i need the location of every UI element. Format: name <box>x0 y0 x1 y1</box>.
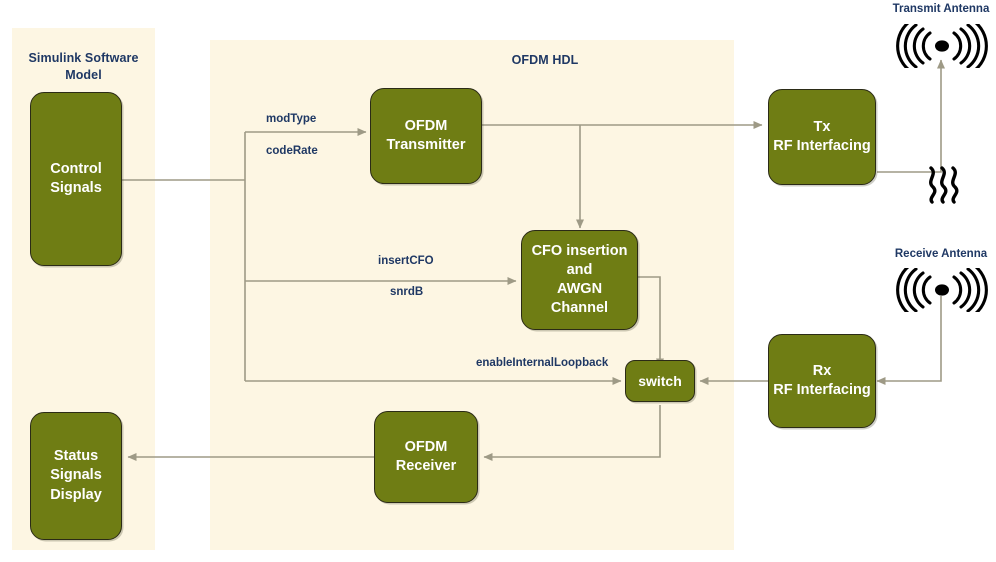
signal-label-enable-internal-loopback: enableInternalLoopback <box>476 357 609 369</box>
block-ofdm-receiver-label: OFDM Receiver <box>395 438 457 474</box>
panel-simulink-title: Simulink Software Model <box>28 51 139 82</box>
signal-label-code-rate: codeRate <box>266 145 318 157</box>
block-switch[interactable]: switch <box>625 360 695 402</box>
signal-label-mod-type: modType <box>266 113 317 125</box>
block-cfo-awgn-channel[interactable]: CFO insertion and AWGN Channel <box>521 230 638 330</box>
block-control-signals[interactable]: Control Signals <box>30 92 122 266</box>
block-rx-rf-interfacing-label: Rx RF Interfacing <box>773 362 871 398</box>
block-ofdm-receiver[interactable]: OFDM Receiver <box>374 411 478 503</box>
signal-label-insert-cfo: insertCFO <box>378 255 434 267</box>
transmit-antenna-label: Transmit Antenna <box>892 3 990 15</box>
block-rx-rf-interfacing[interactable]: Rx RF Interfacing <box>768 334 876 428</box>
receive-antenna-icon <box>896 268 988 312</box>
block-status-signals-display[interactable]: Status Signals Display <box>30 412 122 540</box>
block-tx-rf-interfacing-label: Tx RF Interfacing <box>773 118 871 154</box>
transmit-antenna-icon <box>896 24 988 68</box>
block-ofdm-transmitter[interactable]: OFDM Transmitter <box>370 88 482 184</box>
rf-signal-waves-icon <box>929 166 959 204</box>
receive-antenna-label: Receive Antenna <box>894 248 988 260</box>
block-cfo-awgn-channel-label: CFO insertion and AWGN Channel <box>531 242 628 317</box>
panel-ofdm-hdl-title: OFDM HDL <box>511 53 579 67</box>
block-tx-rf-interfacing[interactable]: Tx RF Interfacing <box>768 89 876 185</box>
block-status-signals-display-label: Status Signals Display <box>50 448 102 503</box>
signal-label-snr-db: snrdB <box>390 286 424 298</box>
block-ofdm-transmitter-label: OFDM Transmitter <box>386 117 466 153</box>
block-switch-label: switch <box>638 372 682 389</box>
block-control-signals-label: Control Signals <box>50 160 102 196</box>
